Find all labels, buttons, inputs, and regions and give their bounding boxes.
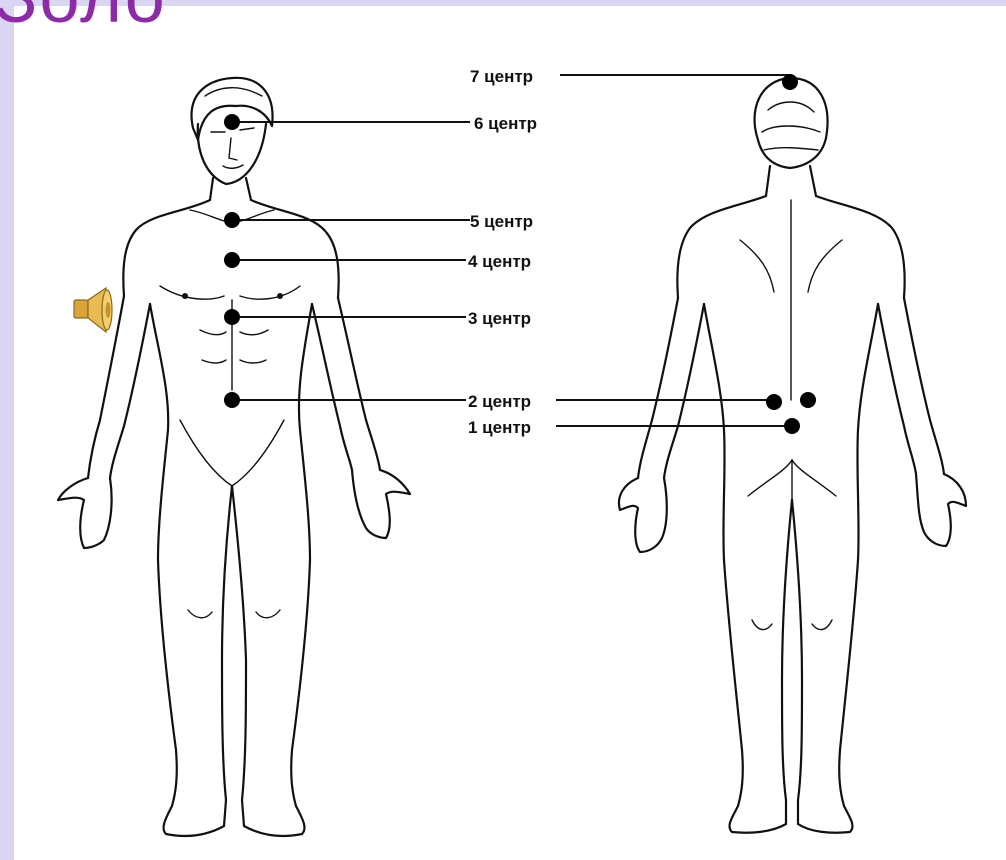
label-center-5: 5 центр bbox=[470, 212, 533, 231]
label-center-2: 2 центр bbox=[468, 392, 531, 411]
center-7-dot bbox=[782, 74, 798, 90]
center-1-dot bbox=[784, 418, 800, 434]
label-center-1: 1 центр bbox=[468, 418, 531, 437]
center-2-back-right-dot bbox=[800, 392, 816, 408]
label-center-3: 3 центр bbox=[468, 309, 531, 328]
back-head bbox=[755, 78, 828, 168]
center-6-dot bbox=[224, 114, 240, 130]
back-figure bbox=[619, 78, 966, 833]
label-center-6: 6 центр bbox=[474, 114, 537, 133]
center-2-front-dot bbox=[224, 392, 240, 408]
center-5-dot bbox=[224, 212, 240, 228]
label-center-4: 4 центр bbox=[468, 252, 531, 271]
center-4-dot bbox=[224, 252, 240, 268]
front-head bbox=[198, 124, 266, 184]
speaker-icon[interactable] bbox=[74, 288, 112, 332]
center-labels: 7 центр 6 центр 5 центр 4 центр 3 центр … bbox=[468, 67, 537, 437]
center-2-back-left-dot bbox=[766, 394, 782, 410]
center-3-dot bbox=[224, 309, 240, 325]
front-figure bbox=[58, 78, 410, 836]
label-center-7: 7 центр bbox=[470, 67, 533, 86]
